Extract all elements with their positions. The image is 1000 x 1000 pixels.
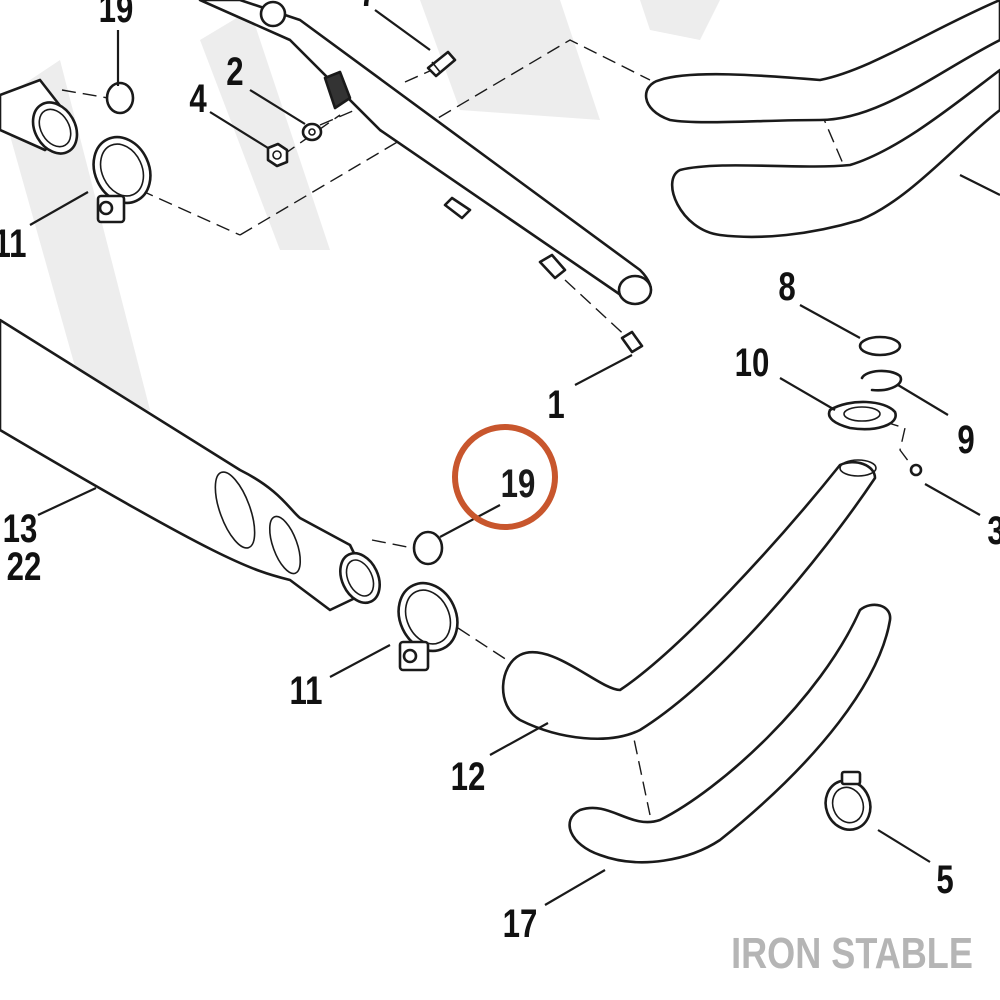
callout-labels: 19 7 2 4 11 8 10 1 9 3 19 13 22 11 12 5 … xyxy=(0,0,1000,946)
heat-shield-bracket xyxy=(198,0,653,306)
clamp-upper xyxy=(92,135,152,224)
sleeve-lower xyxy=(412,530,444,566)
callout-11-upper: 11 xyxy=(0,221,26,266)
callout-13: 13 xyxy=(3,506,38,551)
highlight-circle xyxy=(452,424,558,530)
background-watermark xyxy=(0,0,720,420)
callout-4: 4 xyxy=(189,76,206,121)
header-pipes-upper xyxy=(644,0,1000,239)
retaining-ring xyxy=(860,369,903,392)
muffler-main xyxy=(0,318,381,612)
header-pipe-rear xyxy=(568,603,892,864)
callout-8: 8 xyxy=(778,264,795,309)
nut xyxy=(266,142,289,168)
callout-2: 2 xyxy=(226,49,243,94)
callout-7: 7 xyxy=(359,0,376,15)
callout-10: 10 xyxy=(735,340,770,385)
stud xyxy=(426,50,457,78)
washer xyxy=(301,122,323,142)
muffler-upper xyxy=(0,78,79,155)
header-pipe-front xyxy=(501,459,877,740)
flange-nut xyxy=(909,463,923,477)
callout-5: 5 xyxy=(936,857,953,902)
flange xyxy=(827,400,897,431)
callout-1: 1 xyxy=(547,382,564,427)
gasket xyxy=(858,335,902,357)
callout-17: 17 xyxy=(503,901,538,946)
leader-lines xyxy=(29,9,981,906)
callout-19-top: 19 xyxy=(99,0,134,31)
callout-19-highlighted: 19 xyxy=(501,461,536,506)
callout-11-lower: 11 xyxy=(290,668,323,713)
sleeve-upper xyxy=(105,81,135,115)
bolt xyxy=(620,330,644,354)
callout-12: 12 xyxy=(451,754,486,799)
clamp-lower xyxy=(397,581,459,672)
callout-22: 22 xyxy=(7,544,42,589)
callout-3: 3 xyxy=(987,508,1000,553)
hose-clamp xyxy=(824,770,872,831)
callout-9: 9 xyxy=(957,417,974,462)
brand-logo: IRON STABLE xyxy=(731,929,973,978)
